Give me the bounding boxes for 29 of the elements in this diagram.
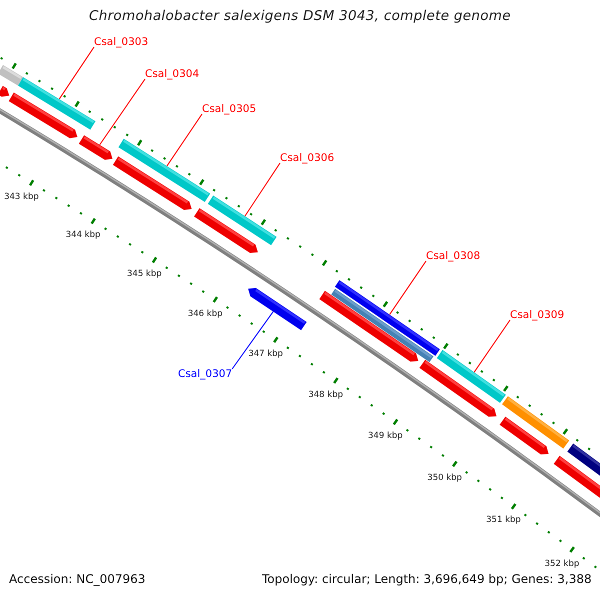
title: Chromohalobacter salexigens DSM 3043, complete genome (89, 9, 511, 25)
gene-feature (78, 135, 112, 160)
leader-line (232, 311, 274, 370)
gene-label: Csal_0303 (94, 36, 148, 48)
scale-label: 346 kbp (188, 310, 222, 320)
gene-label: Csal_0305 (202, 103, 256, 116)
scale-label: 352 kbp (544, 560, 580, 570)
scale-label: 349 kbp (368, 432, 403, 442)
genome-info-text: Topology: circular; Length: 3,696,649 bp; Genes: 3,388 (262, 573, 592, 587)
gene-feature (248, 288, 307, 330)
leader-line (474, 320, 510, 373)
scale-label: 350 kbp (427, 474, 462, 484)
leader-line (166, 114, 202, 166)
accession-text: Accession: NC_007963 (9, 573, 146, 587)
scale-label: 344 kbp (66, 231, 100, 241)
leader-line (99, 78, 146, 146)
scale-label: 351 kbp (486, 516, 521, 526)
scale-label: 347 kbp (248, 350, 283, 360)
gene-label: Csal_0306 (280, 152, 334, 164)
leader-line (244, 162, 280, 217)
gene-label: Csal_0304 (145, 68, 200, 80)
gene-label: Csal_0308 (426, 250, 480, 262)
scale-label: 343 kbp (4, 192, 39, 203)
leader-line (58, 46, 94, 100)
leader-line (389, 260, 426, 315)
gene-label: Csal_0309 (510, 309, 564, 322)
scale-label: 345 kbp (127, 270, 162, 280)
scale-label: 348 kbp (308, 390, 343, 400)
gene-label: Csal_0307 (178, 368, 232, 380)
